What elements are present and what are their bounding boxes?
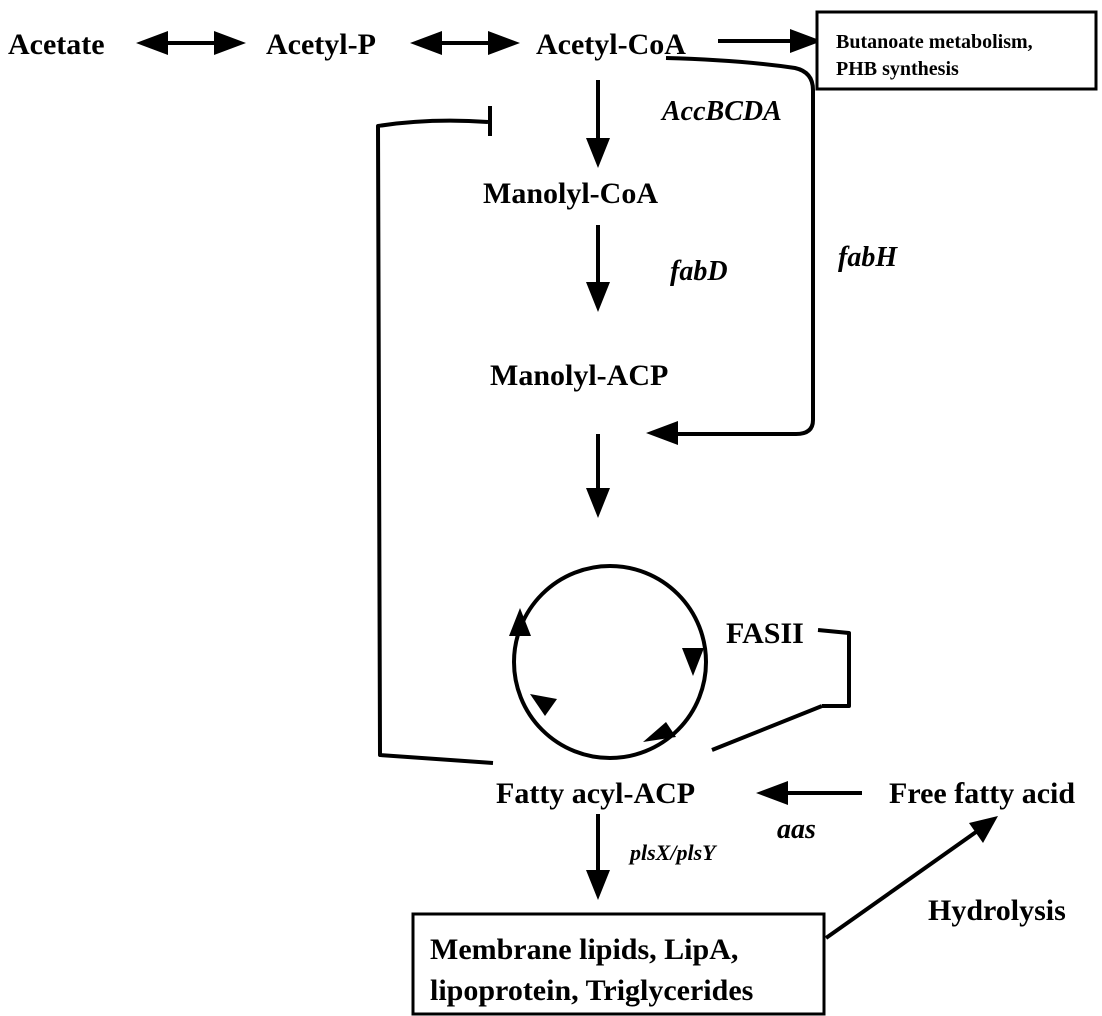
node-manolyl-acp: Manolyl-ACP: [490, 359, 668, 392]
arrow-manolyl-coa-manolyl-acp: [586, 225, 610, 312]
cycle-arrowhead-3: [530, 694, 557, 716]
arrow-acetyl-coa-butanoate: [718, 29, 822, 53]
feedback-inhibition-line: [376, 106, 494, 765]
node-acetyl-coa: Acetyl-CoA: [536, 28, 686, 61]
arrow-acetyl-coa-manolyl-coa: [586, 80, 610, 168]
fasii-cycle: [509, 564, 708, 760]
arrow-manolyl-acp-fasii: [586, 434, 610, 518]
node-manolyl-coa: Manolyl-CoA: [483, 177, 658, 210]
arrow-acetyl-p-acetyl-coa: [410, 31, 520, 55]
gene-accbcda: AccBCDA: [660, 96, 782, 127]
cycle-arrowhead-2: [643, 722, 676, 742]
node-fasii: FASII: [726, 617, 804, 650]
gene-fabh: fabH: [838, 242, 898, 273]
arrow-acetate-acetyl-p: [136, 31, 246, 55]
box-butanoate-metabolism: Butanoate metabolism, PHB synthesis: [815, 10, 1098, 91]
label-hydrolysis: Hydrolysis: [928, 894, 1066, 927]
box-butanoate-line-2: PHB synthesis: [836, 58, 959, 80]
arrow-fabh-bypass: [646, 56, 815, 445]
box-membrane-line-2: lipoprotein, Triglycerides: [430, 974, 753, 1007]
cycle-arrowhead-4: [509, 608, 531, 636]
gene-plsx-plsy: plsX/plsY: [628, 840, 718, 865]
arrow-free-fatty-acid-fatty-acyl-acp: [756, 781, 862, 805]
box-membrane-lipids: Membrane lipids, LipA, lipoprotein, Trig…: [411, 912, 826, 1016]
fasii-bracket: [711, 628, 851, 752]
node-acetate: Acetate: [8, 28, 105, 61]
node-fatty-acyl-acp: Fatty acyl-ACP: [496, 777, 695, 810]
box-butanoate-line-1: Butanoate metabolism,: [836, 31, 1033, 53]
node-free-fatty-acid: Free fatty acid: [889, 777, 1075, 810]
gene-fabd: fabD: [670, 256, 728, 287]
arrow-hydrolysis: [824, 816, 998, 940]
arrow-fatty-acyl-acp-membrane: [586, 814, 610, 900]
gene-aas: aas: [777, 814, 816, 845]
box-membrane-line-1: Membrane lipids, LipA,: [430, 933, 738, 966]
cycle-arrowhead-1: [682, 648, 704, 676]
node-acetyl-p: Acetyl-P: [266, 28, 376, 61]
